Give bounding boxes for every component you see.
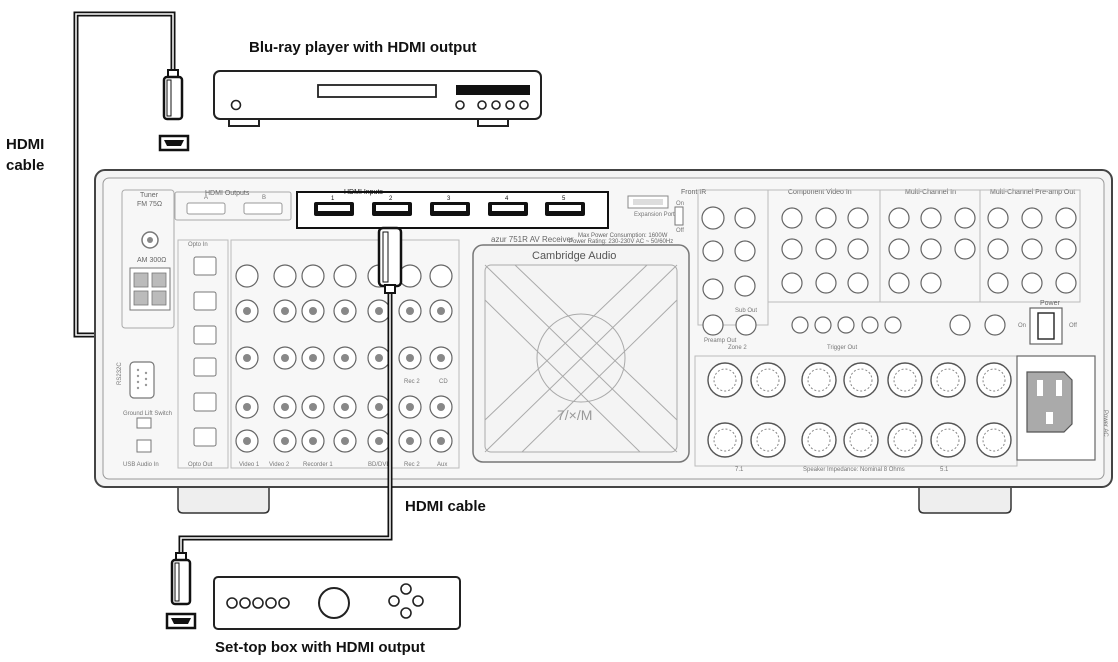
bluray-label: Blu-ray player with HDMI output [249, 39, 477, 56]
hdmi-input-1: 1 [314, 196, 354, 216]
svg-text:Speaker Impedance: Nominal 8 O: Speaker Impedance: Nominal 8 Ohms [803, 467, 905, 473]
svg-text:4: 4 [505, 196, 509, 202]
disc-tray [317, 84, 437, 98]
svg-text:Video 2: Video 2 [269, 462, 290, 468]
front-ir-switch [674, 206, 684, 226]
svg-text:5.1: 5.1 [940, 467, 949, 473]
svg-text:On: On [1018, 323, 1026, 329]
svg-text:Aux: Aux [437, 462, 447, 468]
svg-text:7.1: 7.1 [735, 467, 744, 473]
svg-text:B: B [262, 195, 266, 201]
svg-text:5: 5 [562, 196, 566, 202]
hdmi-input-4: 4 [488, 196, 528, 216]
svg-text:Expansion Port: Expansion Port [634, 212, 675, 218]
hdmi-input-2: 2 [372, 196, 412, 216]
svg-text:Multi-Channel Pre-amp Out: Multi-Channel Pre-amp Out [990, 189, 1075, 196]
settop-buttons [226, 597, 290, 609]
usb-audio-port [136, 439, 152, 453]
tuner-fm-label: FM 75Ω [137, 201, 162, 208]
receiver-foot-left [177, 487, 270, 514]
ground-lift-switch [136, 417, 152, 429]
svg-text:Preamp Out: Preamp Out [704, 338, 737, 344]
svg-text:BD/DVD: BD/DVD [368, 462, 391, 468]
svg-text:Power Rating: 230-230V AC ~ 50: Power Rating: 230-230V AC ~ 50/60Hz [569, 239, 673, 245]
svg-text:Max Power Consumption: 1600W: Max Power Consumption: 1600W [578, 233, 668, 239]
speaker-terminals [707, 362, 1012, 458]
svg-text:On: On [676, 201, 684, 207]
rs232-port [129, 361, 155, 399]
front-ir-label: Front IR [681, 189, 706, 196]
svg-text:1: 1 [331, 196, 335, 202]
bluray-display [456, 85, 530, 95]
svg-text:Off: Off [676, 228, 684, 234]
bluray-power-button [230, 99, 242, 111]
receiver: Tuner FM 75Ω AM 300Ω HDMI Outputs A B HD… [94, 169, 1113, 514]
analog-rca-grid: Video 1 Video 2 Recorder 1 BD/DVD Rec 2 … [230, 239, 460, 469]
svg-text:Video 1: Video 1 [239, 462, 260, 468]
svg-text:Rec 2: Rec 2 [404, 379, 420, 385]
hdmi-output-b [243, 202, 283, 215]
svg-text:USB Audio In: USB Audio In [123, 462, 159, 468]
svg-text:A: A [204, 195, 208, 201]
component-multichannel-jacks [701, 206, 1077, 300]
svg-text:Opto In: Opto In [188, 242, 208, 248]
hdmi-outputs-label: HDMI Outputs [205, 190, 250, 197]
svg-text:RS232C: RS232C [117, 362, 123, 385]
tuner-label: Tuner [140, 192, 159, 199]
svg-text:Power AC: Power AC [1102, 410, 1108, 437]
hdmi-cable-bottom-label: HDMI cable [405, 498, 486, 515]
model-label: azur 751R AV Receiver [491, 235, 574, 244]
svg-text:7/×/M: 7/×/M [557, 407, 592, 423]
fan-grille [472, 244, 690, 463]
hdmi-cable-left-label: HDMI cable [6, 136, 45, 174]
settop-dial [318, 587, 350, 619]
receiver-foot-right [918, 487, 1012, 514]
hdmi-outputs-group [174, 191, 292, 221]
bluray-buttons [455, 100, 529, 110]
svg-text:Component Video In: Component Video In [788, 189, 852, 196]
svg-text:Trigger Out: Trigger Out [827, 345, 857, 351]
hdmi-cable-2 [165, 226, 403, 630]
svg-text:Zone 2: Zone 2 [728, 345, 747, 351]
settop-label: Set-top box with HDMI output [215, 639, 425, 656]
svg-text:Multi-Channel In: Multi-Channel In [905, 189, 956, 196]
svg-text:Sub Out: Sub Out [735, 308, 757, 314]
svg-text:3: 3 [447, 196, 451, 202]
brand-label: Cambridge Audio [532, 250, 616, 262]
svg-text:Off: Off [1069, 323, 1077, 329]
svg-text:Ground Lift Switch: Ground Lift Switch [123, 411, 172, 417]
hdmi-output-a [186, 202, 226, 215]
hdmi-input-3: 3 [430, 196, 470, 216]
optical-ports [193, 256, 217, 447]
svg-text:Opto Out: Opto Out [188, 462, 213, 468]
hdmi-inputs-label: HDMI Inputs [344, 189, 383, 196]
settop-box [213, 576, 461, 630]
svg-text:Power: Power [1040, 300, 1061, 307]
bluray-player [213, 70, 542, 127]
svg-text:Rec 2: Rec 2 [404, 462, 420, 468]
am-label: AM 300Ω [137, 257, 166, 264]
hdmi-input-5: 5 [545, 196, 585, 216]
settop-dpad [388, 583, 424, 619]
hdmi-input-ports: 1 2 3 4 5 [314, 196, 585, 216]
svg-text:Recorder 1: Recorder 1 [303, 462, 333, 468]
svg-text:CD: CD [439, 379, 448, 385]
svg-text:2: 2 [389, 196, 393, 202]
